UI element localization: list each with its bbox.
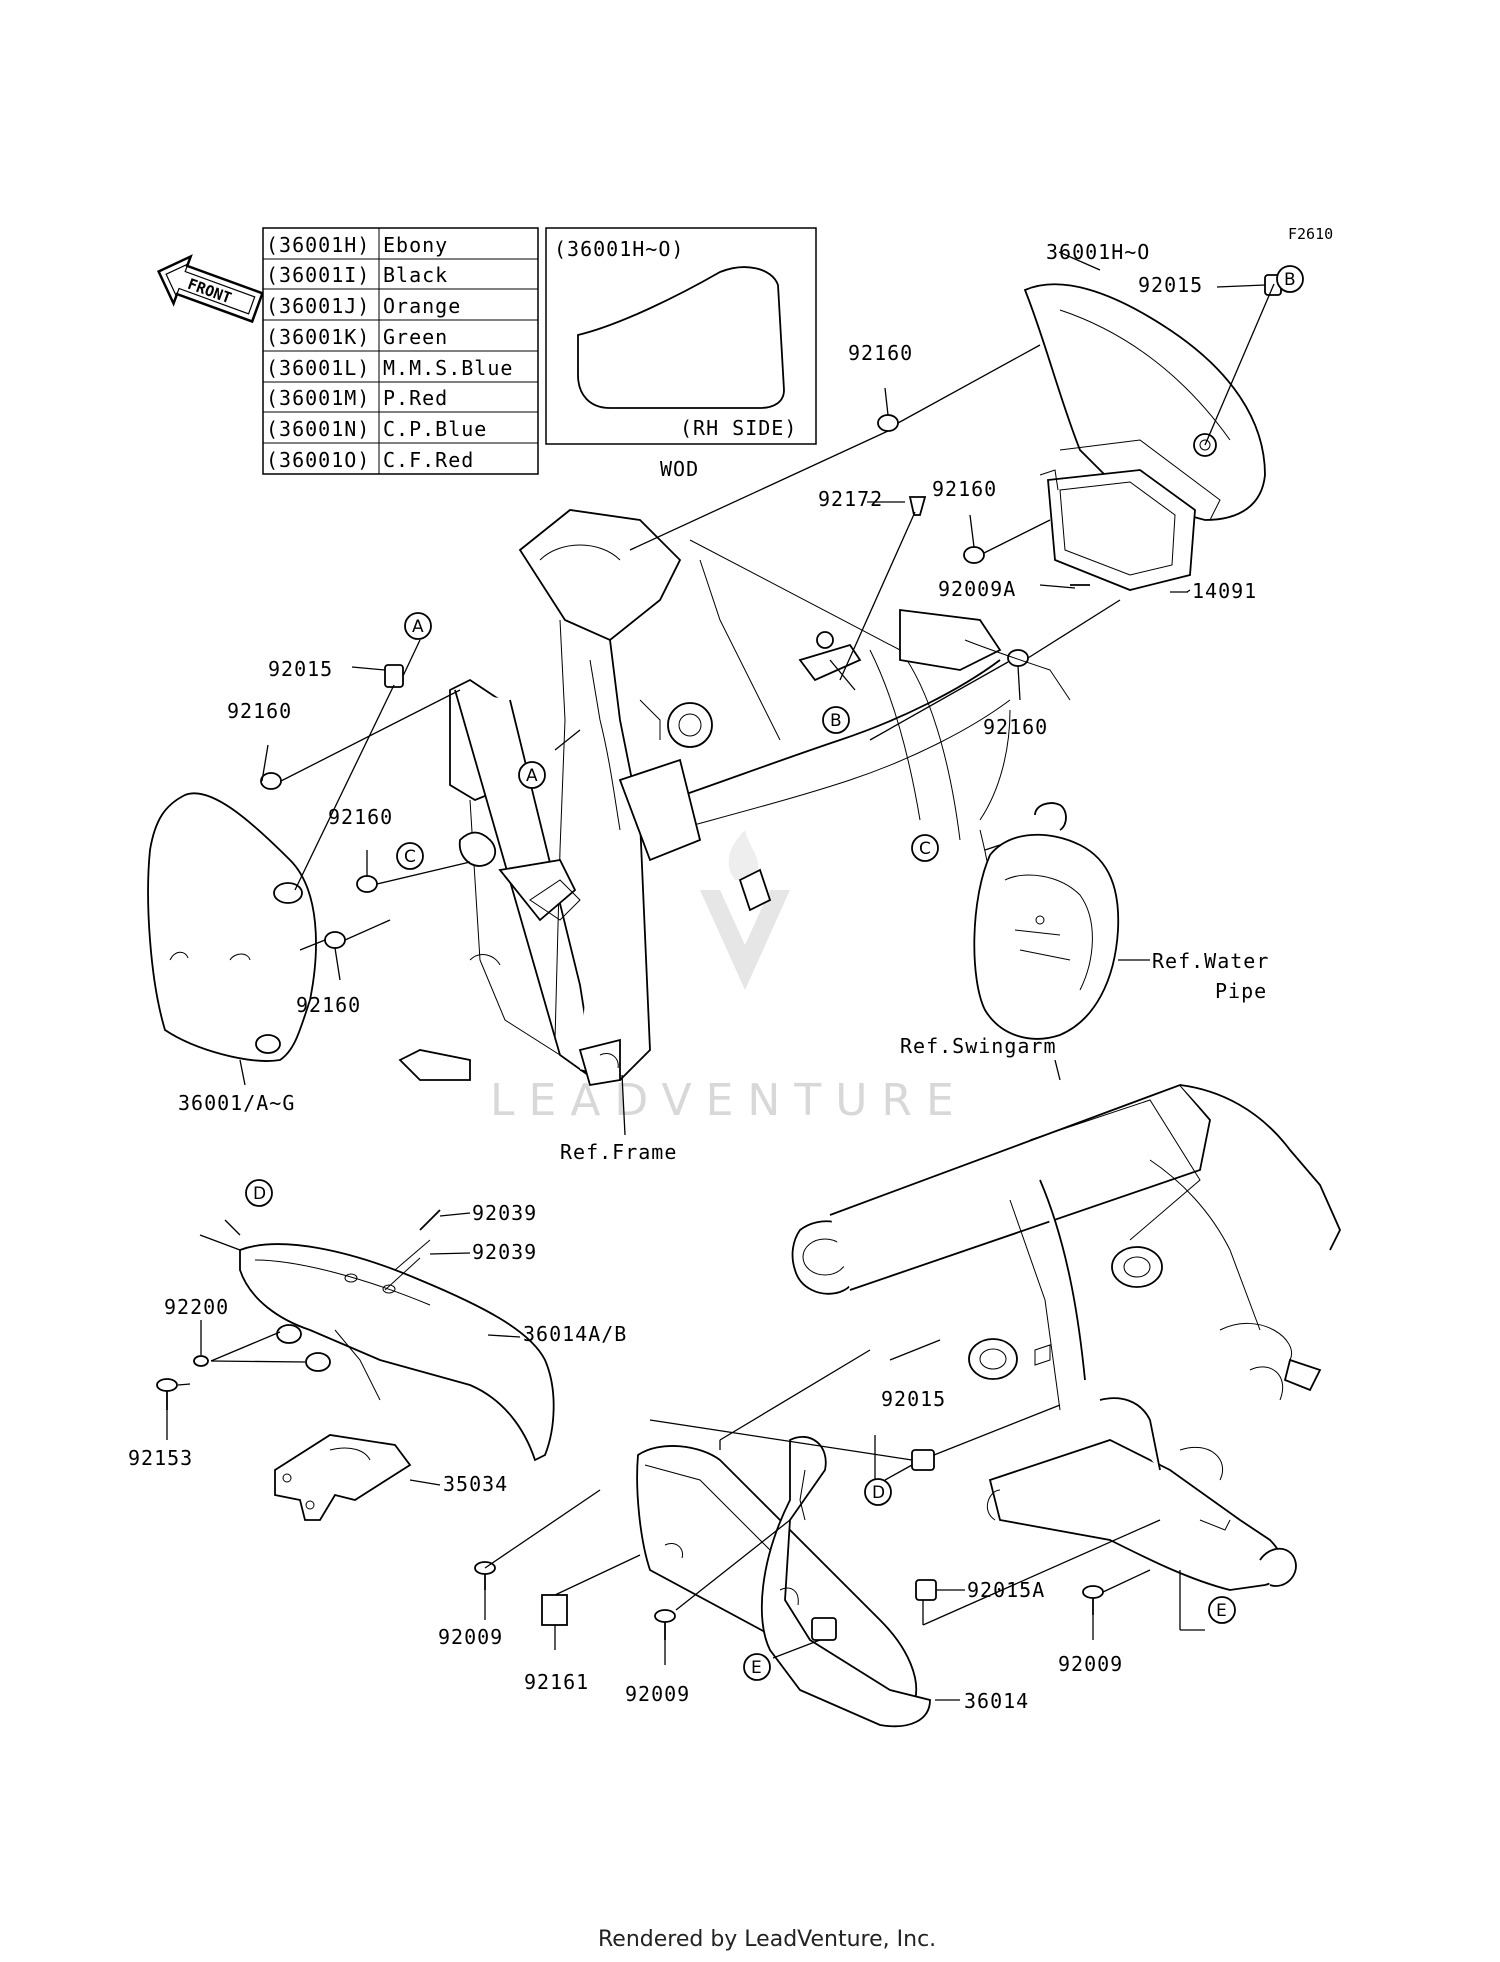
color-table: (36001H) Ebony (36001I) Black (36001J) O… bbox=[262, 227, 539, 475]
svg-text:C: C bbox=[919, 839, 931, 859]
color-table-code: (36001I) bbox=[266, 263, 370, 287]
watermark-flame-icon bbox=[728, 830, 759, 880]
svg-text:A: A bbox=[412, 617, 424, 637]
watermark: LEADVENTURE bbox=[490, 830, 968, 1126]
right-side-cover bbox=[1023, 283, 1266, 521]
callout-e-right: E bbox=[1208, 1596, 1236, 1624]
callout-b-frame: B bbox=[822, 706, 850, 734]
lower-cover-36014 bbox=[636, 1435, 931, 1728]
watermark-logo-icon bbox=[700, 890, 790, 990]
callout-d-lower: D bbox=[864, 1478, 892, 1506]
part-label: Ref.Swingarm bbox=[900, 1034, 1057, 1058]
part-label: 92160 bbox=[932, 477, 997, 501]
part-label: 92161 bbox=[524, 1670, 589, 1694]
color-table-code: (36001K) bbox=[266, 325, 370, 349]
color-table-color: Black bbox=[383, 263, 448, 287]
part-label: 92160 bbox=[227, 699, 292, 723]
color-table-code: (36001M) bbox=[266, 386, 370, 410]
color-table-color: Orange bbox=[383, 294, 461, 318]
color-table-color: C.F.Red bbox=[383, 448, 474, 472]
svg-text:C: C bbox=[404, 847, 416, 867]
part-label: 14091 bbox=[1192, 579, 1257, 603]
left-side-cover bbox=[147, 792, 317, 1062]
svg-text:A: A bbox=[526, 766, 538, 786]
inset-side-cover: (36001H~O) (RH SIDE) bbox=[545, 227, 817, 445]
part-label: 92160 bbox=[983, 715, 1048, 739]
inset-title: (36001H~O) bbox=[554, 237, 684, 261]
part-label: Ref.Frame bbox=[560, 1140, 677, 1164]
callout-c-pipe: C bbox=[911, 834, 939, 862]
part-label: 92153 bbox=[128, 1446, 193, 1470]
part-label: 92009 bbox=[625, 1682, 690, 1706]
lower-fasteners bbox=[156, 1209, 1104, 1640]
callout-a-frame: A bbox=[518, 761, 546, 789]
part-label: 36014 bbox=[964, 1689, 1029, 1713]
color-table-color: Green bbox=[383, 325, 448, 349]
chain-guard-36014ab bbox=[239, 1243, 555, 1462]
inset-cover-outline bbox=[577, 266, 785, 409]
part-label: 92160 bbox=[296, 993, 361, 1017]
color-table-color: C.P.Blue bbox=[383, 417, 487, 441]
callout-e-lower: E bbox=[743, 1653, 771, 1681]
color-table-code: (36001N) bbox=[266, 417, 370, 441]
color-table-code: (36001H) bbox=[266, 233, 370, 257]
svg-text:D: D bbox=[872, 1483, 885, 1503]
watermark-text: LEADVENTURE bbox=[490, 1075, 968, 1126]
part-label: 92009 bbox=[1058, 1652, 1123, 1676]
part-label: Pipe bbox=[1215, 979, 1267, 1003]
svg-text:B: B bbox=[830, 711, 842, 731]
part-label: 92160 bbox=[848, 341, 913, 365]
part-label: 35034 bbox=[443, 1472, 508, 1496]
part-label: 36014A/B bbox=[523, 1322, 627, 1346]
water-pipe bbox=[973, 802, 1120, 1040]
callout-b-top: B bbox=[1276, 265, 1304, 293]
part-label: 92200 bbox=[164, 1295, 229, 1319]
part-label: 92039 bbox=[472, 1201, 537, 1225]
svg-text:B: B bbox=[1284, 270, 1296, 290]
callout-d-guard: D bbox=[245, 1179, 273, 1207]
part-label: 92009 bbox=[438, 1625, 503, 1649]
color-table-code: (36001L) bbox=[266, 356, 370, 380]
svg-text:E: E bbox=[751, 1658, 762, 1678]
front-arrow: FRONT bbox=[156, 254, 265, 324]
inset-caption: WOD bbox=[660, 457, 699, 481]
leader-lines bbox=[166, 251, 1291, 1701]
part-label: 92039 bbox=[472, 1240, 537, 1264]
color-table-color: Ebony bbox=[383, 233, 448, 257]
part-labels: 36001H~O 92015 92160 92172 92160 92009A … bbox=[128, 240, 1269, 1713]
part-label: 92015 bbox=[1138, 273, 1203, 297]
footer-credit: Rendered by LeadVenture, Inc. bbox=[598, 1927, 936, 1952]
color-table-color: M.M.S.Blue bbox=[383, 356, 513, 380]
part-label: 36001H~O bbox=[1046, 240, 1150, 264]
part-label: 92015 bbox=[268, 657, 333, 681]
callout-a-top: A bbox=[404, 612, 432, 640]
color-table-color: P.Red bbox=[383, 386, 448, 410]
color-table-code: (36001O) bbox=[266, 448, 370, 472]
callout-c-left: C bbox=[396, 842, 424, 870]
part-label: 36001/A~G bbox=[178, 1091, 295, 1115]
part-label: 92009A bbox=[938, 577, 1016, 601]
svg-text:E: E bbox=[1216, 1601, 1227, 1621]
frame bbox=[398, 509, 1071, 1087]
bracket-14091 bbox=[1039, 469, 1196, 591]
part-label: Ref.Water bbox=[1152, 949, 1269, 973]
inset-side: (RH SIDE) bbox=[680, 416, 797, 440]
figure-id: F2610 bbox=[1288, 225, 1333, 243]
part-label: 92015A bbox=[967, 1578, 1045, 1602]
front-arrow-icon bbox=[156, 254, 265, 324]
part-label: 92160 bbox=[328, 805, 393, 829]
svg-text:D: D bbox=[253, 1184, 266, 1204]
part-label: 92015 bbox=[881, 1387, 946, 1411]
bracket-35034 bbox=[274, 1434, 412, 1521]
color-table-code: (36001J) bbox=[266, 294, 370, 318]
part-label: 92172 bbox=[818, 487, 883, 511]
swingarm bbox=[791, 1083, 1341, 1591]
